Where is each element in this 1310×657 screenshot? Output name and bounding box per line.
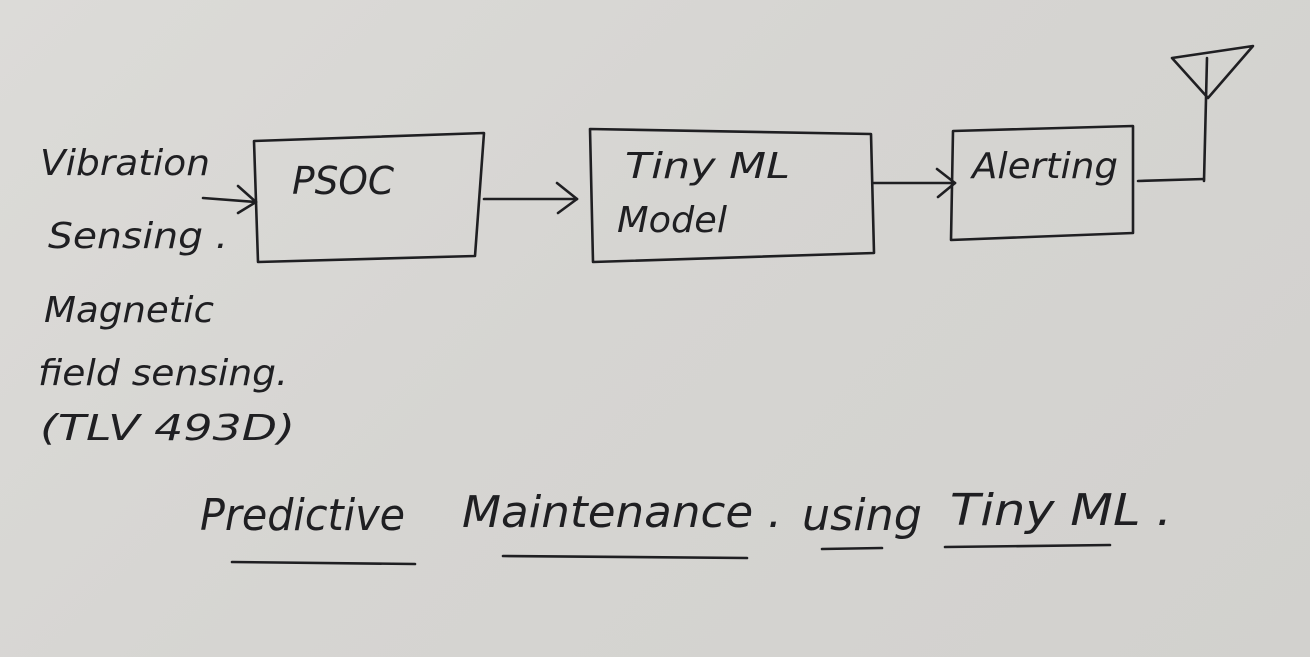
alerting-label: Alerting xyxy=(970,146,1118,187)
arrow-psoc-to-tinyml xyxy=(482,181,579,215)
caption-underline-using xyxy=(820,546,884,551)
alerting-block: Alerting xyxy=(949,124,1135,242)
caption-word-using: using xyxy=(802,490,922,541)
caption-word-predictive: Predictive xyxy=(200,490,405,541)
caption-underline-maintenance xyxy=(501,554,749,560)
input-label-magnetic: Magnetic xyxy=(44,290,214,331)
input-label-field-sensing: field sensing. xyxy=(38,353,288,394)
arrow-tinyml-to-alerting xyxy=(872,167,957,199)
antenna-link xyxy=(1136,177,1206,183)
caption-underline-predictive xyxy=(230,560,417,566)
antenna-icon xyxy=(1170,44,1255,183)
caption: Predictive Maintenance . using Tiny ML . xyxy=(200,485,1172,566)
tinyml-label-line2: Model xyxy=(617,200,727,241)
input-label-sensor-part: (TLV 493D) xyxy=(40,408,295,449)
input-labels: Vibration Sensing . Magnetic field sensi… xyxy=(38,143,295,449)
psoc-label: PSOC xyxy=(292,159,394,203)
caption-underline-tinyml xyxy=(943,543,1112,549)
tinyml-label-line1: Tiny ML xyxy=(625,146,790,187)
tinyml-block: Tiny ML Model xyxy=(588,127,876,264)
psoc-block: PSOC xyxy=(252,131,486,264)
caption-word-tinyml: Tiny ML . xyxy=(950,485,1172,536)
input-label-sensing: Sensing . xyxy=(48,216,228,257)
input-label-vibration: Vibration xyxy=(40,143,210,184)
input-arrow xyxy=(201,184,258,215)
caption-word-maintenance: Maintenance . xyxy=(462,487,782,538)
